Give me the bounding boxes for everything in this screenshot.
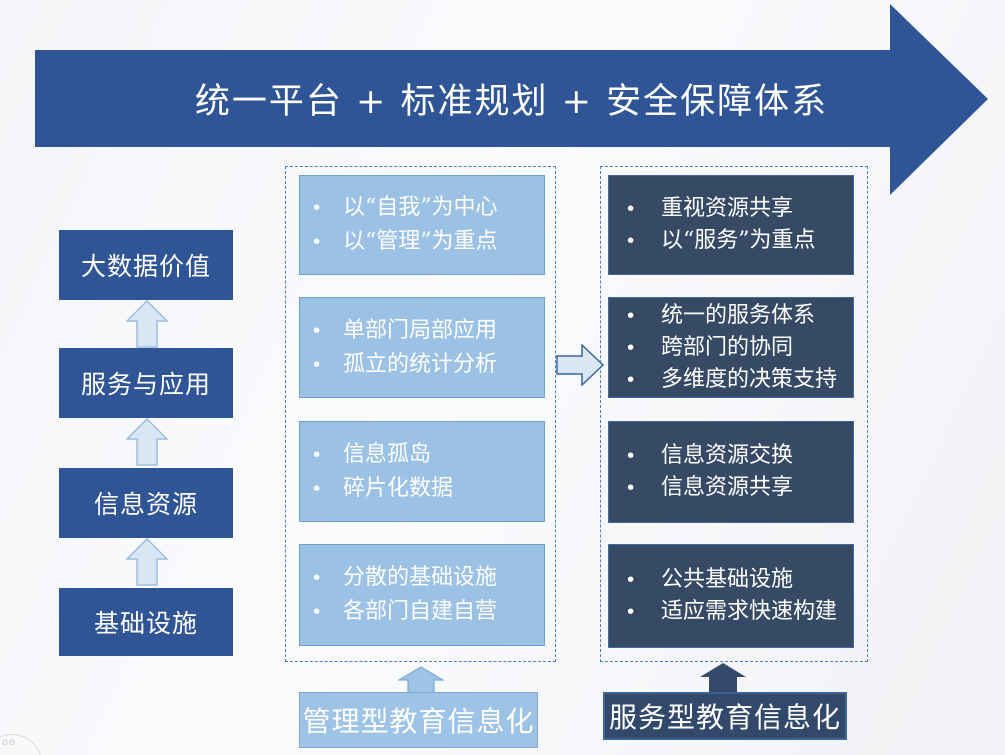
bullet-text: 多维度的决策支持 [661, 366, 838, 392]
up-arrow-icon [126, 538, 168, 586]
bullet-line: • 碎片化数据 [300, 472, 544, 506]
up-arrow-icon [398, 666, 444, 693]
management-box-focus: • 以“自我”为中心 • 以“管理”为重点 [299, 175, 545, 275]
bullet-text: 孤立的统计分析 [343, 351, 498, 377]
service-box-applications: • 统一的服务体系 • 跨部门的协同 • 多维度的决策支持 [608, 297, 854, 398]
bullet-line: • 多维度的决策支持 [609, 364, 853, 396]
service-type-label: 服务型教育信息化 [603, 692, 847, 740]
bullet-icon: • [625, 304, 637, 327]
bullet-text: 碎片化数据 [343, 475, 454, 501]
bullet-line: • 以“服务”为重点 [609, 225, 853, 257]
bullet-icon: • [625, 445, 637, 467]
up-arrow-icon [126, 418, 168, 466]
left-stack-box-bigdata-value: 大数据价值 [59, 230, 233, 300]
bullet-icon: • [625, 336, 637, 359]
right-arrow-icon [556, 344, 604, 386]
bullet-text: 信息资源交换 [661, 443, 794, 468]
service-group-container [600, 166, 868, 662]
service-box-focus: • 重视资源共享 • 以“服务”为重点 [608, 175, 854, 275]
bullet-text: 单部门局部应用 [343, 317, 498, 343]
bullet-line: • 以“自我”为中心 [300, 191, 544, 225]
service-box-infrastructure: • 公共基础设施 • 适应需求快速构建 [608, 544, 854, 648]
bullet-text: 以“服务”为重点 [661, 228, 816, 253]
bullet-icon: • [311, 477, 323, 500]
bullet-icon: • [625, 198, 637, 220]
bullet-text: 统一的服务体系 [661, 302, 816, 328]
bullet-icon: • [625, 368, 637, 391]
bullet-line: • 单部门局部应用 [300, 314, 544, 348]
left-stack-box-info-resources: 信息资源 [59, 468, 233, 538]
bullet-text: 公共基础设施 [661, 567, 794, 592]
bullet-icon: • [311, 197, 323, 219]
bullet-line: • 统一的服务体系 [609, 300, 853, 332]
bullet-icon: • [311, 443, 323, 466]
bullet-line: • 信息资源共享 [609, 472, 853, 504]
bullet-icon: • [311, 231, 323, 253]
bullet-line: • 适应需求快速构建 [609, 596, 853, 628]
bullet-text: 以“自我”为中心 [343, 195, 498, 220]
bullet-icon: • [311, 319, 323, 342]
bullet-line: • 信息资源交换 [609, 440, 853, 472]
bullet-icon: • [311, 353, 323, 376]
bullet-text: 以“管理”为重点 [343, 229, 498, 254]
bullet-line: • 跨部门的协同 [609, 332, 853, 364]
bullet-icon: • [625, 230, 637, 252]
bullet-text: 分散的基础设施 [343, 565, 498, 590]
bullet-icon: • [625, 477, 637, 499]
bullet-line: • 以“管理”为重点 [300, 225, 544, 259]
up-arrow-icon [126, 300, 168, 348]
bullet-text: 适应需求快速构建 [661, 599, 838, 624]
top-banner [35, 50, 890, 147]
right-arrow-head-icon [890, 4, 988, 195]
bullet-line: • 孤立的统计分析 [300, 348, 544, 382]
watermark-text: oo [2, 737, 17, 748]
bullet-line: • 重视资源共享 [609, 193, 853, 225]
management-group-container [285, 166, 556, 662]
management-box-applications: • 单部门局部应用 • 孤立的统计分析 [299, 297, 545, 398]
bullet-line: • 分散的基础设施 [300, 561, 544, 595]
up-arrow-icon [700, 663, 746, 693]
bullet-line: • 公共基础设施 [609, 564, 853, 596]
bullet-text: 信息孤岛 [343, 441, 432, 467]
bullet-text: 跨部门的协同 [661, 334, 794, 360]
management-box-infrastructure: • 分散的基础设施 • 各部门自建自营 [299, 544, 545, 646]
management-type-label: 管理型教育信息化 [299, 692, 538, 748]
bullet-icon: • [625, 569, 637, 591]
left-stack-box-services-apps: 服务与应用 [59, 348, 233, 418]
bullet-icon: • [311, 567, 323, 589]
bullet-line: • 信息孤岛 [300, 438, 544, 472]
management-box-data: • 信息孤岛 • 碎片化数据 [299, 421, 545, 522]
bullet-icon: • [625, 601, 637, 623]
bullet-text: 各部门自建自营 [343, 599, 498, 624]
bullet-icon: • [311, 601, 323, 623]
bullet-line: • 各部门自建自营 [300, 595, 544, 629]
banner-title: 统一平台 + 标准规划 + 安全保障体系 [194, 82, 829, 122]
bullet-text: 重视资源共享 [661, 196, 794, 221]
bullet-text: 信息资源共享 [661, 475, 794, 500]
left-stack-box-infrastructure: 基础设施 [59, 588, 233, 656]
service-box-data: • 信息资源交换 • 信息资源共享 [608, 421, 854, 523]
